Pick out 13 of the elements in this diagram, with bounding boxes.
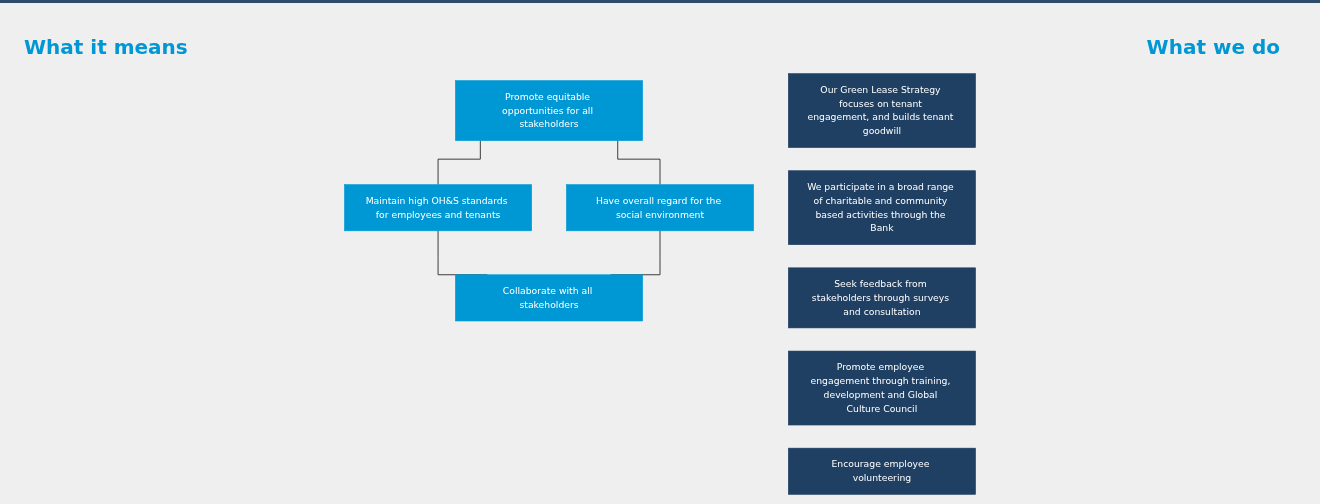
node-box: Maintain high OH&S standards for employees and tenants (344, 184, 532, 232)
node-box: Collaborate with all stakeholders (455, 274, 643, 322)
node-box: We participate in a broad range of charitable and community based activities through the Bank (788, 170, 976, 245)
section-heading: What we do (1146, 35, 1280, 59)
node-box: Encourage employee volunteering (788, 447, 976, 495)
node-box: Promote employee engagement through training, development and Global Culture Council (788, 350, 976, 426)
node-box: Promote equitable opportunities for all stakeholders (455, 80, 643, 141)
connector (617, 140, 661, 186)
node-box: Have overall regard for the social environment (566, 184, 754, 232)
node-box: Seek feedback from stakeholders through surveys and consultation (788, 267, 976, 329)
node-box: Our Green Lease Strategy focuses on tenant engagement, and builds tenant goodwill (788, 73, 976, 148)
section-heading: What it means (24, 35, 188, 59)
connector (437, 140, 481, 186)
